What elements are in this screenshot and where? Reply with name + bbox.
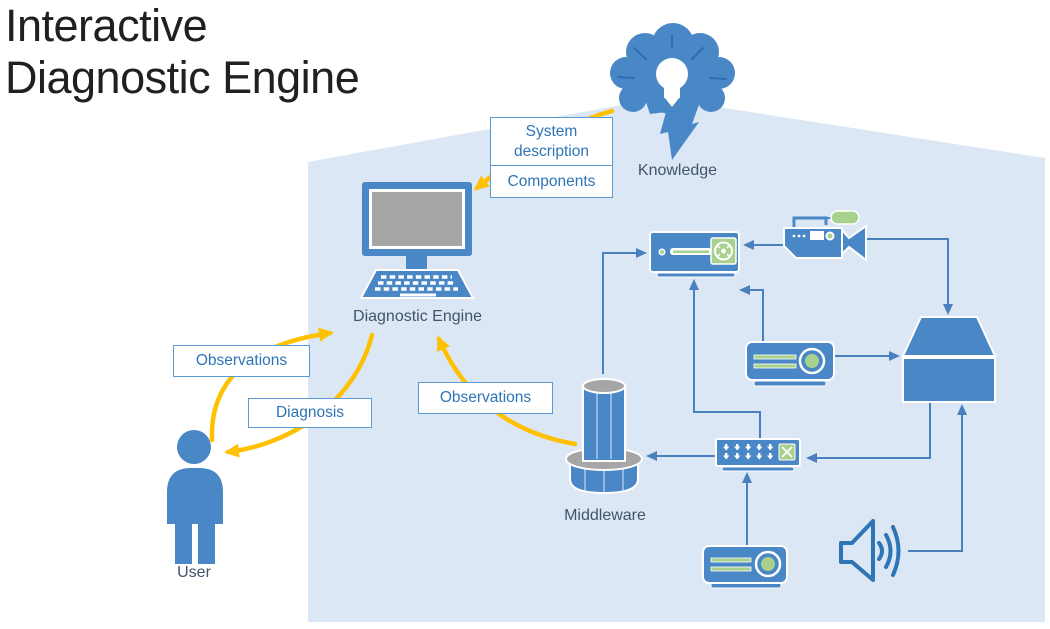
- connector-camera-to-hopper: [866, 238, 953, 315]
- camera-lens-horn: [841, 224, 867, 263]
- projector-icon: [745, 341, 835, 387]
- middleware-label: Middleware: [564, 507, 646, 524]
- callout-observations-middleware: Observations: [418, 382, 553, 414]
- connector-hopper-to-switch: [806, 401, 931, 463]
- slide-title: Interactive Diagnostic Engine: [5, 0, 360, 104]
- camera-mic: [830, 210, 860, 225]
- callout-components: Components: [490, 165, 613, 198]
- user-label: User: [177, 564, 211, 581]
- connector-middleware-to-media-player: [602, 248, 647, 374]
- middleware-icon: [565, 378, 643, 495]
- knowledge-icon: [610, 23, 735, 160]
- switch-ports: [723, 444, 774, 460]
- monitor-screen: [372, 192, 462, 246]
- title-line-2: Diagnostic Engine: [5, 52, 360, 104]
- media-player-icon: [649, 231, 740, 278]
- title-line-1: Interactive: [5, 0, 208, 51]
- computer-icon: [359, 182, 475, 299]
- connector-speaker-to-hopper: [908, 404, 967, 552]
- disc-icon: [714, 241, 733, 261]
- projector-icon-2: [702, 545, 788, 589]
- connector-projector-to-media-player: [739, 285, 764, 342]
- callout-observations-user: Observations: [173, 345, 310, 377]
- callout-diagnosis: Diagnosis: [248, 398, 372, 428]
- lightning-tail: [646, 102, 700, 160]
- projector-lens: [798, 347, 826, 375]
- connectors: [602, 238, 967, 552]
- knowledge-label: Knowledge: [637, 162, 718, 179]
- hopper-icon: [901, 316, 997, 403]
- video-camera-icon: [783, 210, 867, 263]
- bulb-icon: [656, 58, 688, 90]
- speaker-icon: [839, 519, 901, 582]
- projector2-lens: [754, 550, 782, 578]
- connector-switch-to-media-player: [689, 279, 761, 439]
- callout-system-description: System description: [490, 117, 613, 166]
- network-switch-icon: [715, 438, 801, 472]
- user-icon: [167, 430, 223, 564]
- diagnostic-engine-label: Diagnostic Engine: [353, 308, 482, 325]
